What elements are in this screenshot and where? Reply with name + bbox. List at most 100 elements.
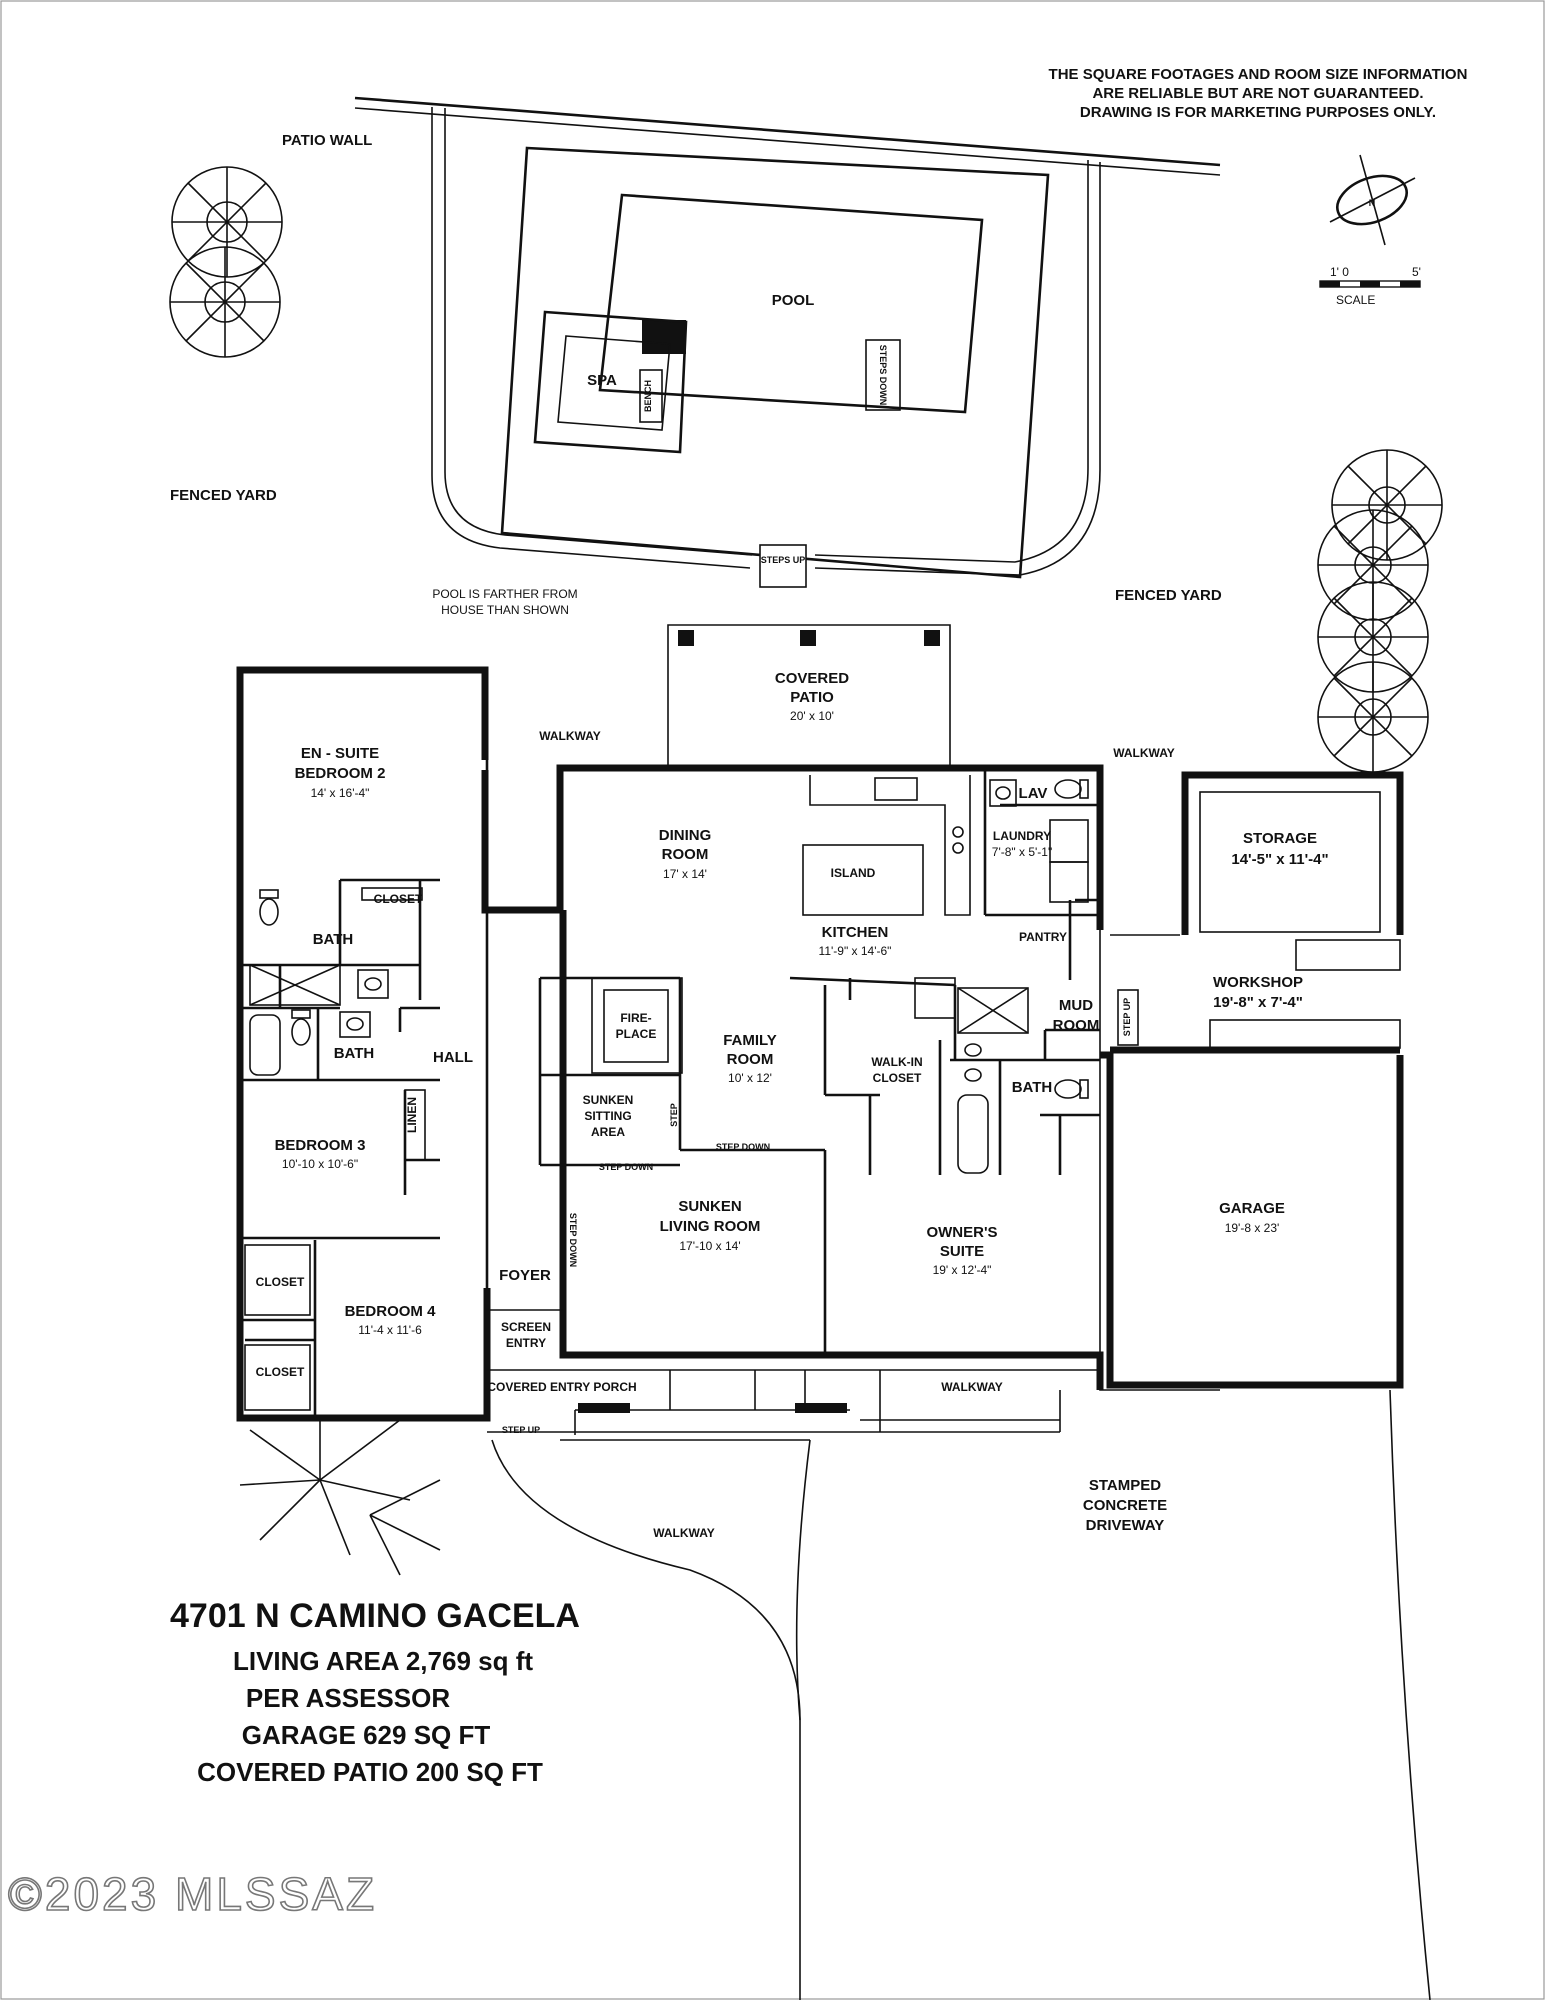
left-wing-walls: [240, 710, 489, 1418]
owners-suite-name-1: OWNER'S: [926, 1224, 997, 1241]
kitchen-size: 11'-9" x 14'-6": [819, 944, 892, 958]
closet-b4b-label: CLOSET: [256, 1365, 305, 1379]
bedroom3-size: 10'-10 x 10'-6": [282, 1157, 358, 1171]
spa: SPA BENCH: [533, 310, 688, 454]
dining-size: 17' x 14': [663, 867, 707, 881]
bench-label: BENCH: [643, 380, 653, 412]
driveway-line-2: CONCRETE: [1083, 1497, 1167, 1514]
closet-b4a-label: CLOSET: [256, 1275, 305, 1289]
pantry-label: PANTRY: [1019, 930, 1067, 944]
scale-right-label: 5': [1412, 265, 1421, 279]
hall-label: HALL: [433, 1049, 473, 1066]
sink-icon: [989, 779, 1017, 807]
front-walkway-path: [491, 1439, 801, 2000]
bath2-label: BATH: [334, 1045, 375, 1062]
bedroom3-name: BEDROOM 3: [275, 1137, 366, 1154]
toilet-icon: [291, 1009, 311, 1046]
walkin-closet-line-1: WALK-IN: [871, 1055, 922, 1069]
pool-note-line-2: HOUSE THAN SHOWN: [441, 603, 569, 617]
island-label: ISLAND: [831, 866, 876, 880]
spa-label: SPA: [587, 372, 617, 389]
linen-label: LINEN: [405, 1097, 419, 1133]
bath3-label: BATH: [1012, 1079, 1053, 1096]
pool-deck: STEPS UP: [431, 107, 1101, 588]
covered-patio-name-1: COVERED: [775, 670, 849, 687]
sink-icon: [964, 1068, 982, 1082]
covered-patio-area: COVERED PATIO 200 SQ FT: [197, 1757, 543, 1787]
step-down-3-label: STEP DOWN: [568, 1213, 578, 1267]
sink-icon: [964, 1043, 982, 1057]
closet-b2-label: CLOSET: [374, 892, 423, 906]
storage-name: STORAGE: [1243, 830, 1317, 847]
dining-name-1: DINING: [659, 827, 712, 844]
north-arrow-icon: N: [1329, 154, 1416, 246]
shower: [249, 964, 341, 1006]
bedroom2-name-2: BEDROOM 2: [295, 765, 386, 782]
per-assessor: PER ASSESSOR: [246, 1683, 450, 1713]
living-size: 17'-10 x 14': [679, 1239, 740, 1253]
disclaimer-line-2: ARE RELIABLE BUT ARE NOT GUARANTEED.: [1092, 85, 1423, 102]
bedroom2-name-1: EN - SUITE: [301, 745, 379, 762]
tree-icon: [171, 166, 283, 278]
fenced-yard-left-label: FENCED YARD: [170, 487, 277, 504]
pool-note-line-1: POOL IS FARTHER FROM: [432, 587, 577, 601]
laundry-name: LAUNDRY: [993, 829, 1051, 843]
bathtub: [249, 1014, 281, 1076]
walkway-front-label: WALKWAY: [941, 1380, 1003, 1394]
yard-steps-label: STEPS UP: [761, 555, 806, 565]
covered-entry-porch-label: COVERED ENTRY PORCH: [487, 1380, 636, 1394]
fenced-yard-right-label: FENCED YARD: [1115, 587, 1222, 604]
scale-bar: 1' 0 5' SCALE: [1319, 265, 1421, 307]
shower: [957, 987, 1029, 1034]
bedroom2-size: 14' x 16'-4": [311, 786, 370, 800]
bathtub: [957, 1094, 989, 1174]
scale-left-label: 1' 0: [1330, 265, 1349, 279]
patio-wall: [354, 96, 1221, 167]
family-size: 10' x 12': [728, 1071, 772, 1085]
toilet-icon: [1054, 1079, 1089, 1099]
step-down-2-label: STEP DOWN: [716, 1142, 770, 1152]
copyright-watermark: ©2023 MLSSAZ: [8, 1868, 377, 1920]
garage-area: GARAGE 629 SQ FT: [242, 1720, 491, 1750]
step-sitting-label: STEP: [669, 1103, 679, 1127]
family-name-1: FAMILY: [723, 1032, 777, 1049]
pool-steps-label: STEPS DOWN: [878, 345, 888, 406]
owners-suite-name-2: SUITE: [940, 1243, 984, 1260]
property-address: 4701 N CAMINO GACELA: [170, 1597, 580, 1635]
walkway-bottom-label: WALKWAY: [653, 1526, 715, 1540]
laundry-size: 7'-8" x 5'-1": [992, 845, 1052, 859]
sitting-name-1: SUNKEN: [583, 1093, 634, 1107]
walkin-closet-line-2: CLOSET: [873, 1071, 922, 1085]
foyer-label: FOYER: [499, 1267, 551, 1284]
workshop-name: WORKSHOP: [1213, 974, 1303, 991]
sitting-name-3: AREA: [591, 1125, 625, 1139]
bedroom4-size: 11'-4 x 11'-6: [358, 1323, 422, 1337]
owners-suite-size: 19' x 12'-4": [933, 1263, 992, 1277]
driveway-line-1: STAMPED: [1089, 1477, 1161, 1494]
dining-name-2: ROOM: [662, 846, 709, 863]
lav-label: LAV: [1019, 785, 1048, 802]
storage-size: 14'-5" x 11'-4": [1231, 851, 1328, 868]
bath1-label: BATH: [313, 931, 354, 948]
tree-icon: [1317, 661, 1429, 773]
sink-icon: [339, 1011, 371, 1038]
pool-label: POOL: [772, 292, 815, 309]
mud-room-line-2: ROOM: [1053, 1017, 1100, 1034]
kitchen-counters: [802, 775, 971, 1019]
fireplace-icon: [591, 977, 683, 1074]
step-down-1-label: STEP DOWN: [599, 1162, 653, 1172]
screen-entry-line-1: SCREEN: [501, 1320, 551, 1334]
tree-icon: [1331, 449, 1443, 561]
garage-name: GARAGE: [1219, 1200, 1285, 1217]
patio-wall-label: PATIO WALL: [282, 132, 372, 149]
sitting-name-2: SITTING: [584, 1109, 631, 1123]
fireplace-line-2: PLACE: [616, 1027, 657, 1041]
kitchen-island: [802, 844, 924, 916]
covered-patio: COVERED PATIO 20' x 10': [667, 624, 951, 765]
living-name-2: LIVING ROOM: [660, 1218, 761, 1235]
toilet-icon: [1054, 779, 1089, 799]
family-name-2: ROOM: [727, 1051, 774, 1068]
owner-bath-fixtures: [957, 987, 1029, 1174]
